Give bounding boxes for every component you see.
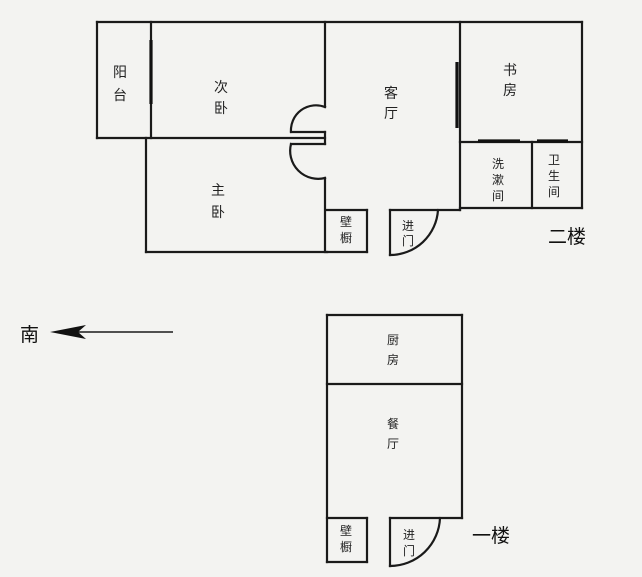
entrance-1f-label-1: 进	[403, 528, 415, 542]
floor-1-label: 一楼	[472, 525, 510, 547]
cabinet-1f-label-2: 橱	[340, 540, 352, 554]
living-room-label-2: 厅	[384, 106, 398, 122]
washroom-label-2: 漱	[492, 173, 504, 187]
balcony-label-1: 阳	[113, 65, 127, 81]
kitchen-label-1: 厨	[387, 333, 399, 347]
floor-2-label: 二楼	[548, 226, 586, 248]
second-floor	[95, 20, 584, 257]
master-bedroom-label-1: 主	[211, 183, 225, 199]
entrance-2f-label-1: 进	[402, 219, 414, 233]
master-bedroom-label-2: 卧	[211, 205, 225, 221]
dining-room-label-2: 厅	[387, 437, 399, 451]
entrance-2f-label-2: 门	[402, 233, 414, 248]
second-bedroom-label-1: 次	[214, 80, 228, 96]
first-floor-labels: 厨 房 餐 厅 壁 橱 进 门 一楼	[340, 333, 510, 558]
south-arrow-head-icon	[50, 325, 86, 339]
toilet-label-2: 生	[548, 169, 560, 183]
f1-entrance-door-arc	[388, 516, 442, 568]
study-label-2: 房	[503, 83, 517, 99]
dining-room-label-1: 餐	[387, 416, 399, 431]
washroom-label-1: 洗	[492, 157, 504, 171]
second-bedroom-label-2: 卧	[214, 101, 228, 117]
washroom-label-3: 间	[492, 189, 504, 203]
compass: 南	[20, 324, 173, 346]
balcony-label-2: 台	[113, 88, 127, 104]
entrance-door-arc	[388, 208, 440, 257]
master-bedroom-door-arc	[289, 142, 327, 180]
first-floor	[325, 313, 464, 568]
living-room-label-1: 客	[384, 85, 398, 102]
cabinet-2f-label-2: 橱	[340, 231, 352, 245]
cabinet-1f-label-1: 壁	[340, 523, 352, 538]
cabinet-2f-label-1: 壁	[340, 214, 352, 229]
south-label: 南	[20, 324, 39, 346]
second-floor-labels: 阳 台 次 卧 主 卧 客 厅 书 房 洗 漱 间 卫 生 间 壁 橱 进 门 …	[113, 63, 586, 248]
kitchen-label-2: 房	[387, 352, 399, 367]
toilet-label-3: 间	[548, 185, 560, 199]
toilet-label-1: 卫	[548, 153, 560, 167]
study-label-1: 书	[503, 63, 517, 79]
second-bedroom-door-arc	[289, 104, 327, 134]
entrance-1f-label-2: 门	[403, 543, 415, 558]
